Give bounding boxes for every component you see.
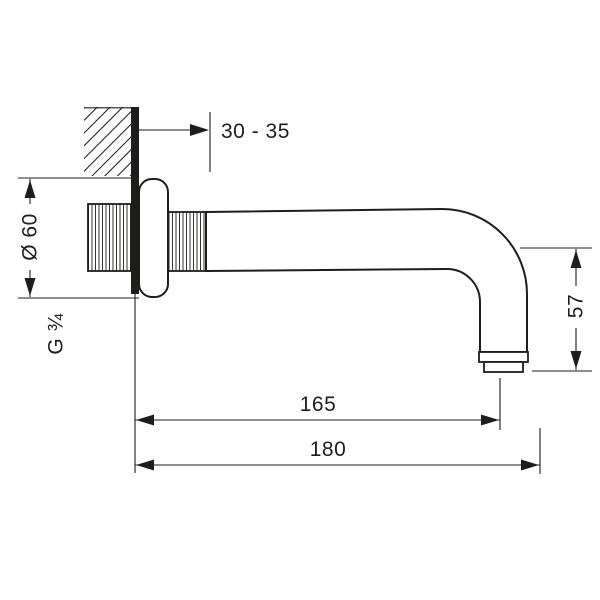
aerator-tip — [483, 361, 524, 373]
supply-thread-nipple — [87, 203, 132, 272]
thread-size-label: G ¾ — [45, 313, 68, 354]
dim-drop-label-backplate — [562, 286, 590, 328]
dim-drop-arrow-down — [570, 351, 582, 369]
dim-wall-depth-arrow — [190, 124, 209, 136]
dim-reach-inner-arrow-right — [481, 414, 499, 426]
thread-collar — [167, 211, 207, 272]
dim-reach-outer-label: 180 — [310, 438, 347, 461]
dim-reach-outer-arrow-left — [136, 459, 154, 471]
dim-drop-height: 57 — [520, 247, 592, 372]
dim-diameter-arrow-up — [24, 180, 36, 198]
dim-wall-depth-label: 30 - 35 — [221, 120, 290, 143]
spout-body — [205, 208, 528, 353]
spout-fixture — [87, 178, 529, 373]
dim-drop-arrow-up — [570, 250, 582, 268]
dim-reach-outer-arrow-right — [521, 459, 539, 471]
wall-hatch — [84, 107, 131, 176]
dim-diameter-label: Ø 60 — [19, 213, 42, 261]
dim-reach-inner: 165 — [135, 378, 501, 430]
dim-diameter-arrow-down — [24, 278, 36, 296]
escutcheon-flange — [138, 178, 169, 298]
dim-reach-inner-label: 165 — [300, 393, 337, 416]
dim-drop-label: 57 — [565, 294, 588, 318]
dim-diameter: Ø 60 — [16, 177, 139, 299]
wall-section — [84, 107, 139, 294]
aerator-ring — [478, 351, 529, 363]
dim-wall-depth: 30 - 35 — [139, 112, 290, 172]
dim-reach-inner-arrow-left — [136, 414, 154, 426]
wall-surface-line — [131, 107, 139, 294]
dim-reach-outer: 180 — [135, 428, 541, 474]
dim-diameter-label-backplate — [16, 204, 44, 270]
